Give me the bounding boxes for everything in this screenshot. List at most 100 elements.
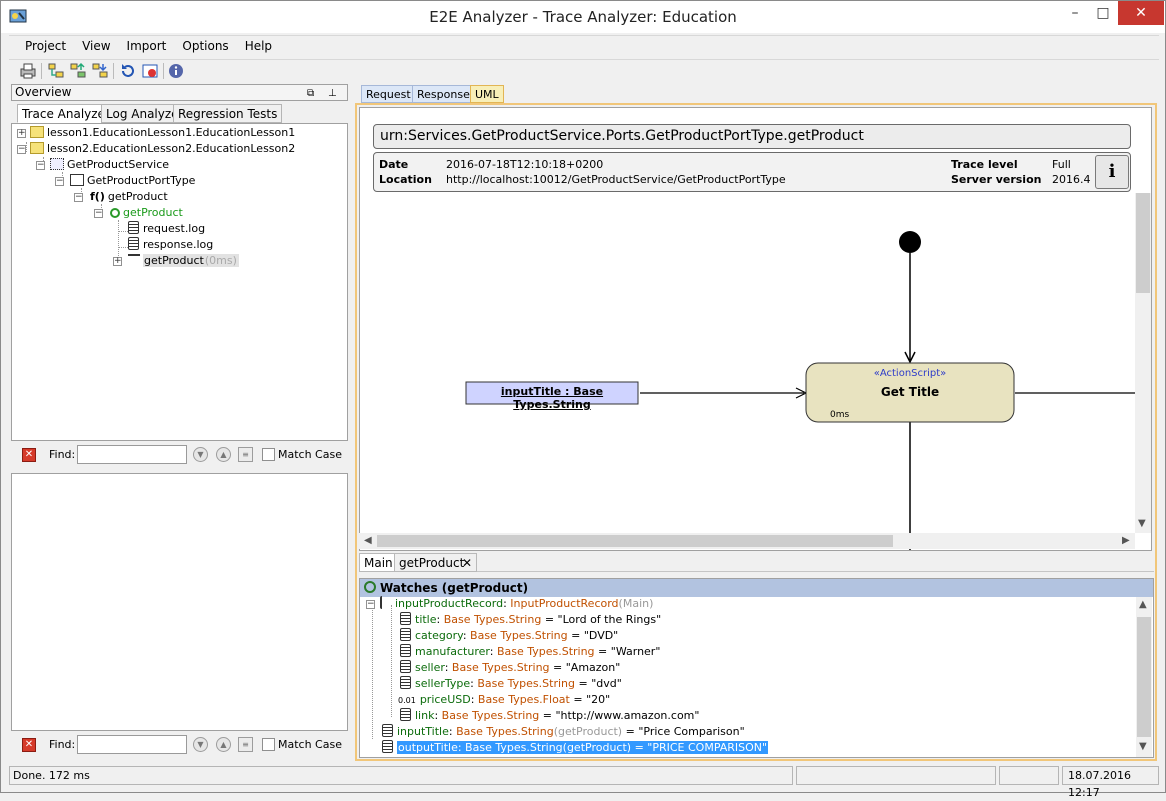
close-button[interactable]: ✕ (1118, 1, 1164, 25)
watch-row-sellertype[interactable]: sellerType: Base Types.String = "dvd" (400, 676, 622, 692)
location-label: Location (379, 173, 432, 186)
scroll-down-icon[interactable]: ▼ (1139, 741, 1147, 752)
close-find-icon[interactable]: ✕ (22, 738, 36, 752)
match-case-label: Match Case (278, 738, 342, 751)
find-previous-icon[interactable]: ▲ (216, 447, 231, 462)
menu-import[interactable]: Import (126, 39, 167, 53)
tree-item-getproduct-selected[interactable]: getProduct(0ms) (128, 253, 239, 269)
scroll-right-icon[interactable]: ▶ (1122, 535, 1130, 546)
tree-add-icon[interactable] (47, 62, 65, 80)
tree-item-service[interactable]: GetProductService (50, 157, 169, 173)
watch-row-record[interactable]: inputProductRecord: InputProductRecord(M… (380, 596, 653, 612)
tab-getproduct[interactable]: getProduct✕ (394, 553, 477, 572)
find-input[interactable] (77, 445, 187, 464)
scroll-thumb[interactable] (1136, 193, 1150, 293)
minimize-button[interactable]: – (1071, 5, 1079, 21)
tree-item-porttype[interactable]: GetProductPortType (70, 173, 195, 189)
watch-row-outputtitle[interactable]: outputTitle: Base Types.String(getProduc… (382, 740, 769, 756)
uml-horizontal-scrollbar[interactable] (359, 533, 1135, 549)
collapse-toggle[interactable]: − (74, 192, 83, 202)
menu-project[interactable]: Project (25, 39, 67, 53)
close-find-icon[interactable]: ✕ (22, 448, 36, 462)
info-icon[interactable] (167, 62, 185, 80)
tree-item-operation[interactable]: f()getProduct (90, 190, 168, 203)
uml-vertical-scrollbar[interactable] (1135, 193, 1151, 533)
scroll-thumb[interactable] (1137, 617, 1151, 737)
maximize-button[interactable]: □ (1096, 5, 1110, 21)
restore-panel-icon[interactable]: ⧉ (307, 88, 315, 99)
watches-header: Watches (getProduct) (360, 579, 1153, 597)
expand-toggle[interactable]: + (17, 128, 26, 138)
watch-row-category[interactable]: category: Base Types.String = "DVD" (400, 628, 618, 644)
find-options-icon[interactable]: ≡ (238, 447, 253, 462)
print-icon[interactable] (19, 62, 37, 80)
trace-tree: + lesson1.EducationLesson1.EducationLess… (11, 123, 348, 441)
tree-item-lesson1[interactable]: lesson1.EducationLesson1.EducationLesson… (30, 125, 295, 141)
watch-row-manufacturer[interactable]: manufacturer: Base Types.String = "Warne… (400, 644, 660, 660)
service-icon (50, 158, 64, 170)
collapse-toggle[interactable]: − (366, 599, 375, 609)
tree-item-lesson2[interactable]: lesson2.EducationLesson2.EducationLesson… (30, 141, 295, 157)
port-type-icon (70, 174, 84, 186)
tree-export-icon[interactable] (91, 62, 109, 80)
tab-regression-tests[interactable]: Regression Tests (173, 104, 283, 123)
tab-main[interactable]: Main (359, 553, 398, 572)
find-bar: ✕ Find: ▼ ▲ ≡ Match Case (11, 442, 348, 468)
tree-item-request-log[interactable]: request.log (128, 221, 205, 237)
watch-row-title[interactable]: title: Base Types.String = "Lord of the … (400, 612, 661, 628)
scroll-down-icon[interactable]: ▼ (1138, 518, 1146, 529)
find-next-icon[interactable]: ▼ (193, 447, 208, 462)
tab-response[interactable]: Response (412, 85, 475, 103)
menu-options[interactable]: Options (182, 39, 229, 53)
stop-trace-icon[interactable] (141, 62, 159, 80)
scroll-up-icon[interactable]: ▲ (1139, 599, 1147, 610)
watches-icon (364, 581, 376, 593)
close-tab-icon[interactable]: ✕ (461, 556, 472, 570)
tab-log-analyzer[interactable]: Log Analyzer (101, 104, 189, 123)
string-icon (400, 628, 411, 641)
input-parameter-label: inputTitle : Base Types.String (500, 385, 604, 411)
tree-import-icon[interactable] (69, 62, 87, 80)
string-icon (400, 708, 411, 721)
watch-row-seller[interactable]: seller: Base Types.String = "Amazon" (400, 660, 620, 676)
watch-row-link[interactable]: link: Base Types.String = "http://www.am… (400, 708, 699, 724)
watches-scrollbar[interactable]: ▲ ▼ (1136, 597, 1152, 757)
pin-icon[interactable]: ⊥ (328, 88, 337, 99)
match-case-label: Match Case (278, 448, 342, 461)
find-previous-icon[interactable]: ▲ (216, 737, 231, 752)
find-input[interactable] (77, 735, 187, 754)
refresh-icon[interactable] (119, 62, 137, 80)
input-parameter-node[interactable] (465, 381, 639, 405)
urn-header: urn:Services.GetProductService.Ports.Get… (373, 124, 1131, 149)
scroll-left-icon[interactable]: ◀ (364, 535, 372, 546)
status-message: Done. 172 ms (9, 766, 793, 785)
collapse-toggle[interactable]: − (94, 208, 103, 218)
find-options-icon[interactable]: ≡ (238, 737, 253, 752)
scroll-thumb[interactable] (377, 535, 893, 547)
action-node[interactable] (805, 362, 1015, 423)
status-cell (999, 766, 1059, 785)
folder-open-icon (30, 142, 44, 154)
match-case-checkbox[interactable] (262, 448, 275, 461)
flow-arrowhead (904, 351, 916, 364)
find-next-icon[interactable]: ▼ (193, 737, 208, 752)
watch-row-inputtitle[interactable]: inputTitle: Base Types.String(getProduct… (382, 724, 745, 740)
collapse-toggle[interactable]: − (36, 160, 45, 170)
tree-line (372, 605, 373, 739)
tree-line (118, 231, 128, 232)
toolbar-separator (163, 63, 164, 79)
menu-view[interactable]: View (82, 39, 111, 53)
date-value: 2016-07-18T12:10:18+0200 (446, 158, 604, 171)
collapse-toggle[interactable]: − (55, 176, 64, 186)
menu-help[interactable]: Help (244, 39, 273, 53)
collapse-toggle[interactable]: − (17, 144, 26, 154)
tree-item-response-log[interactable]: response.log (128, 237, 213, 253)
tree-item-trace[interactable]: getProduct (110, 205, 183, 221)
tab-trace-analyzer[interactable]: Trace Analyzer (17, 104, 115, 123)
expand-toggle[interactable]: + (113, 256, 122, 266)
tab-request[interactable]: Request (361, 85, 416, 103)
tab-uml[interactable]: UML (470, 85, 504, 103)
match-case-checkbox[interactable] (262, 738, 275, 751)
info-button[interactable]: i (1095, 155, 1129, 189)
